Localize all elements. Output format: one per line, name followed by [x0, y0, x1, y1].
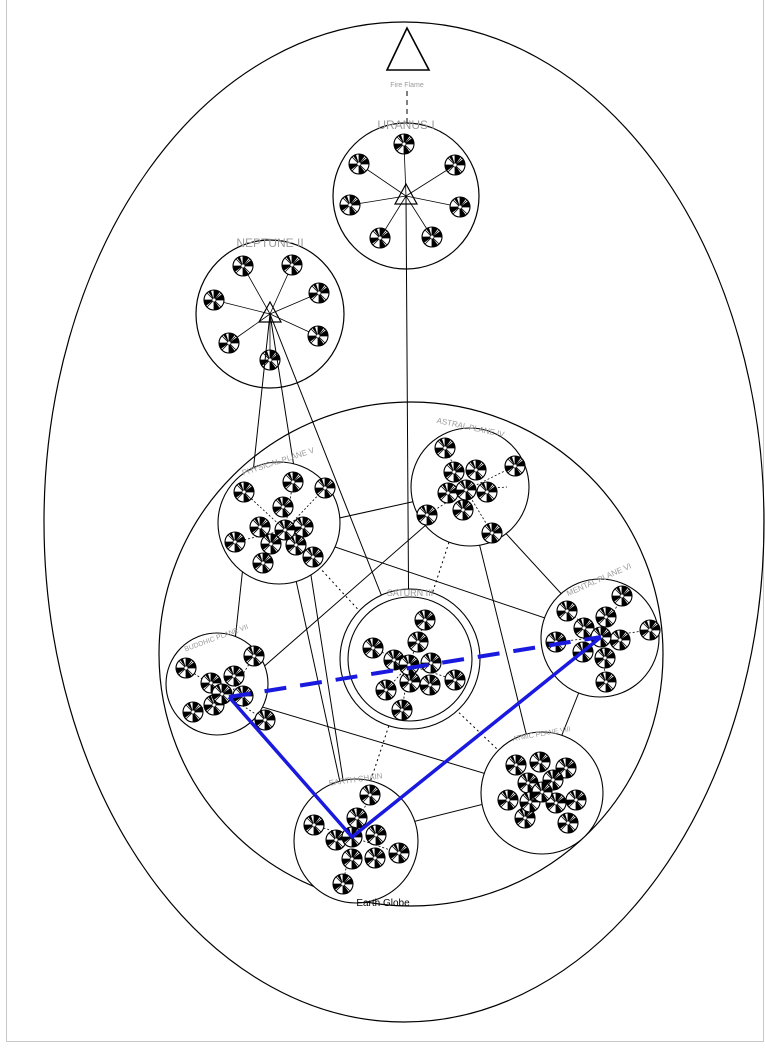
chain-right: MENTAL PLANE VI [540, 561, 661, 698]
apex-triangle-icon [385, 26, 431, 71]
chain-lower-right: ATMIC PLANE VIII [480, 726, 604, 855]
uranus-label: URANUS I [377, 118, 434, 132]
chain-upper-right: ASTRAL PLANE IV [410, 416, 530, 547]
chain-upper-left: PHYSICAL PLANE V [217, 446, 341, 585]
outer-scheme-ellipse [43, 21, 765, 1023]
neptune-scheme: NEPTUNE II [195, 236, 345, 389]
neptune-label: NEPTUNE II [236, 236, 303, 250]
chain-saturn-center: SATURN III [339, 588, 481, 730]
earth-globe-label: Earth Globe [356, 898, 410, 909]
chain-left: BUDDHIC PLANE VII [165, 624, 276, 736]
saturn-label: SATURN III [387, 588, 433, 598]
highlight-path [227, 635, 603, 839]
apex-label: Fire Flame [390, 82, 424, 89]
saturn-scheme-sphere [158, 401, 664, 907]
